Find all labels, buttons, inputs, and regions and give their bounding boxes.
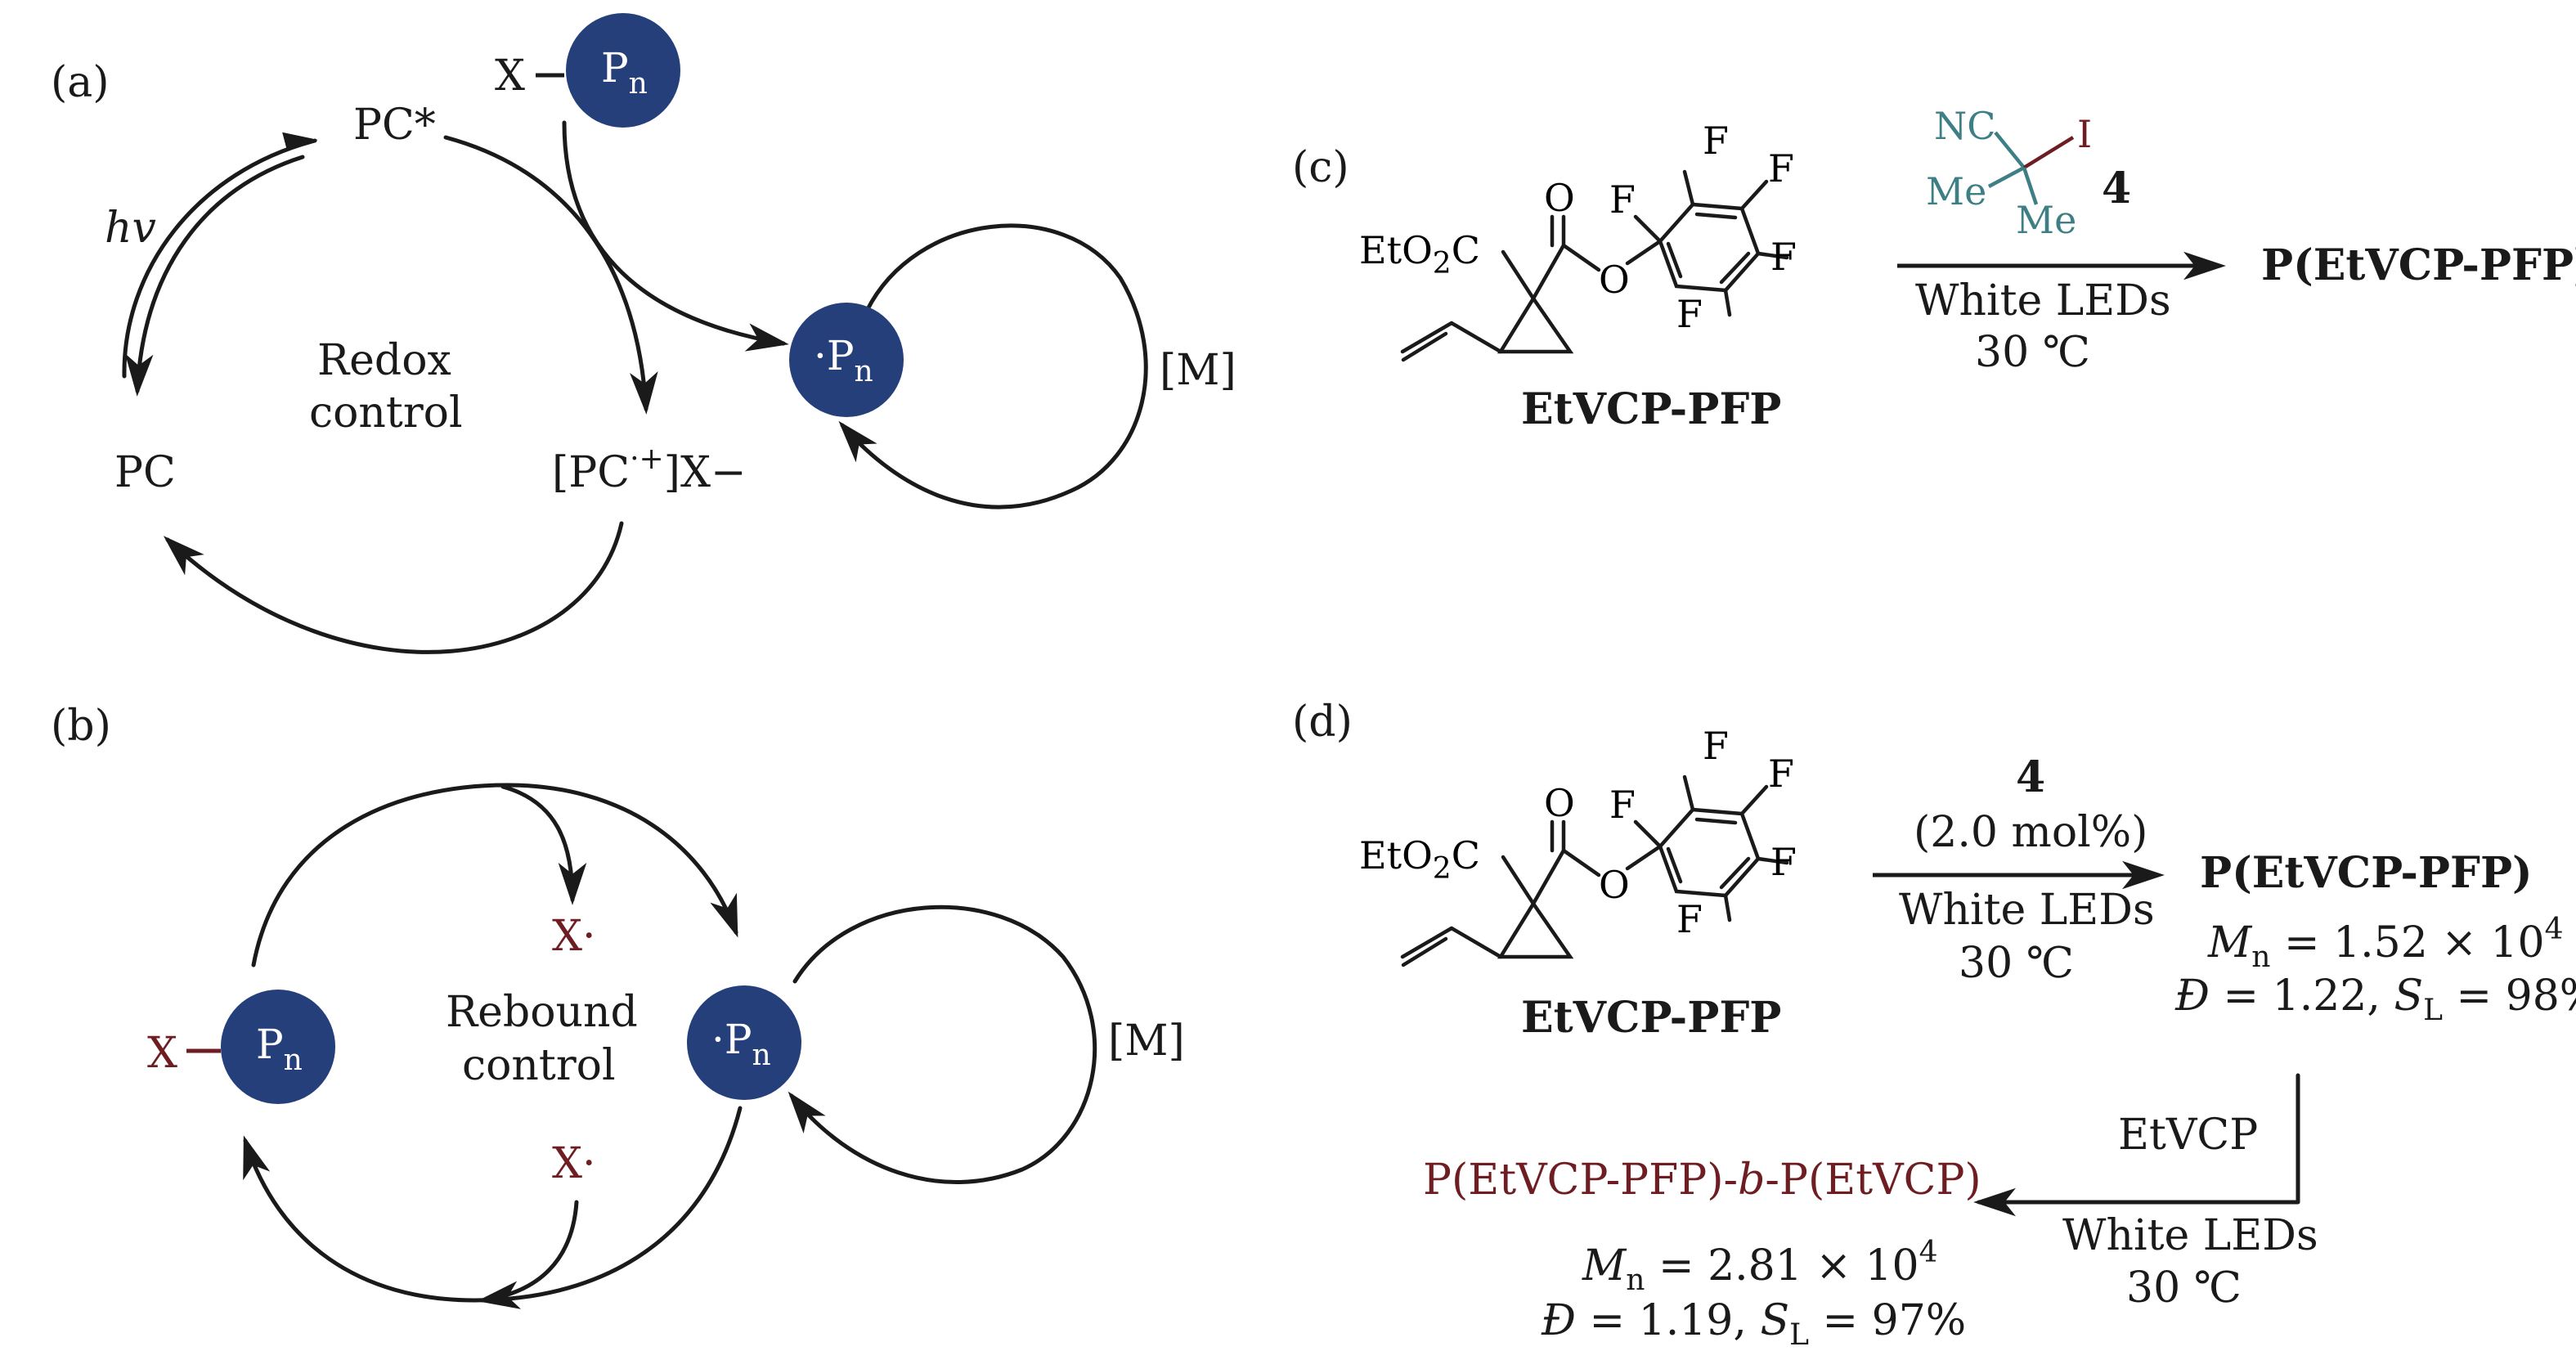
- arrow-propagation: [838, 223, 1148, 509]
- product-d: P(EtVCP-PFP): [2200, 848, 2533, 898]
- pc-radical-cation-label: [PC·+]X−: [552, 442, 747, 497]
- chain-extension-arrow: [1973, 1073, 2300, 1217]
- fluorine-d-1: F: [1609, 783, 1636, 827]
- arrow-hv-up: [122, 132, 318, 379]
- panel-c-label: (c): [1292, 143, 1349, 192]
- pc-star-label: PC*: [353, 101, 436, 150]
- arrow-deactivation: [243, 1106, 743, 1303]
- fluorine-5: F: [1676, 292, 1703, 336]
- panel-b: (b) X Pn ·Pn X· X· Rebound control [M]: [51, 702, 1185, 1309]
- cond-temp-d2: 30 ℃: [2126, 1264, 2242, 1313]
- fluorine-2: F: [1703, 119, 1729, 163]
- x-radical-bottom: X·: [552, 1139, 596, 1188]
- arrow-initiation: [562, 120, 789, 352]
- fluorine-d-3: F: [1768, 752, 1794, 796]
- cond-temp-d: 30 ℃: [1959, 939, 2074, 988]
- mn-value-2: Mn = 2.81 × 104: [1582, 1236, 1938, 1297]
- cond-temp-c: 30 ℃: [1975, 328, 2090, 377]
- ester-o-label: O: [1599, 258, 1630, 302]
- active-pn-node: [687, 985, 801, 1100]
- carbonyl-o-label: O: [1544, 176, 1575, 220]
- second-monomer: EtVCP: [2118, 1111, 2258, 1160]
- panel-b-label: (b): [51, 702, 111, 751]
- dormant-pn-label: Pn: [256, 1021, 303, 1077]
- arrow-x-release: [500, 784, 587, 905]
- fluorine-d-2: F: [1703, 724, 1729, 768]
- fluorine-1: F: [1609, 177, 1636, 222]
- panel-a: (a) X Pn ·Pn PC* hv Redox control PC [PC…: [51, 13, 1236, 654]
- hv-label: hv: [105, 204, 156, 253]
- dispersity-1: Đ = 1.22, SL = 98%: [2174, 972, 2576, 1027]
- cond-light-d2: White LEDs: [2062, 1211, 2318, 1260]
- reagent-number-d: 4: [2016, 752, 2045, 802]
- mn-value-1: Mn = 1.52 × 104: [2207, 913, 2564, 974]
- reagent-4-structure: NC I Me Me 4: [1926, 104, 2131, 242]
- monomer-structure-d: EtO2C O O F F F F F: [1359, 724, 1797, 967]
- arrow-propagation-b: [788, 904, 1097, 1185]
- x-label: X: [495, 52, 525, 101]
- cond-light-d: White LEDs: [1899, 886, 2155, 935]
- rebound-label: Rebound: [446, 988, 638, 1037]
- pn-label: Pn: [601, 44, 648, 101]
- dispersity-2: Đ = 1.19, SL = 97%: [1541, 1296, 1966, 1352]
- panel-c: (c) EtO2C O O: [1292, 104, 2576, 434]
- redox-label: Redox: [317, 336, 451, 385]
- x-radical-top: X·: [552, 912, 596, 961]
- carbonyl-o-label-d: O: [1544, 781, 1575, 825]
- active-pn-label: ·Pn: [711, 1016, 771, 1072]
- arrow-pcstar-to-radical: [443, 135, 658, 415]
- monomer-structure-c: EtO2C O O F F F: [1359, 119, 1797, 362]
- block-copolymer: P(EtVCP-PFP)-b-P(EtVCP): [1423, 1156, 1981, 1205]
- panel-d: (d) EtO2C O O F F F F: [1292, 698, 2576, 1352]
- eto2c-label-d: EtO2C: [1359, 833, 1480, 886]
- radical-pn-label: ·Pn: [814, 332, 873, 388]
- panel-d-label: (d): [1292, 698, 1353, 747]
- fluorine-4: F: [1770, 235, 1797, 279]
- monomer-name-c: EtVCP-PFP: [1521, 384, 1781, 434]
- dormant-pn-node: [221, 990, 335, 1104]
- monomer-label-b: [M]: [1108, 1017, 1185, 1066]
- ester-o-label-d: O: [1599, 863, 1630, 907]
- reagent-i: I: [2077, 112, 2092, 156]
- product-c: P(EtVCP-PFP): [2261, 240, 2576, 290]
- reagent-nc: NC: [1934, 104, 1995, 148]
- reagent-me-2: Me: [2016, 198, 2076, 242]
- cond-light-c: White LEDs: [1915, 276, 2171, 325]
- fluorine-d-4: F: [1770, 840, 1797, 884]
- reagent-me-1: Me: [1926, 169, 1986, 213]
- pn-node: [566, 13, 680, 128]
- panel-a-label: (a): [51, 58, 110, 107]
- eto2c-label: EtO2C: [1359, 228, 1480, 281]
- arrow-x-rebound: [477, 1200, 579, 1309]
- fluorine-d-5: F: [1676, 897, 1703, 941]
- pc-label: PC: [114, 448, 176, 497]
- rebound-control-label: control: [462, 1041, 616, 1090]
- reagent-loading-d: (2.0 mol%): [1914, 808, 2147, 857]
- x-label-b: X: [147, 1029, 177, 1078]
- arrow-activation: [251, 783, 738, 967]
- arrow-radical-to-pc: [163, 521, 624, 654]
- reagent-number-c: 4: [2102, 164, 2131, 213]
- fluorine-3: F: [1768, 146, 1794, 191]
- monomer-label: [M]: [1160, 346, 1236, 395]
- radical-pn-node: [789, 303, 904, 417]
- arrow-hv-down: [124, 155, 305, 397]
- monomer-name-d: EtVCP-PFP: [1521, 993, 1781, 1043]
- redox-control-label: control: [309, 388, 463, 438]
